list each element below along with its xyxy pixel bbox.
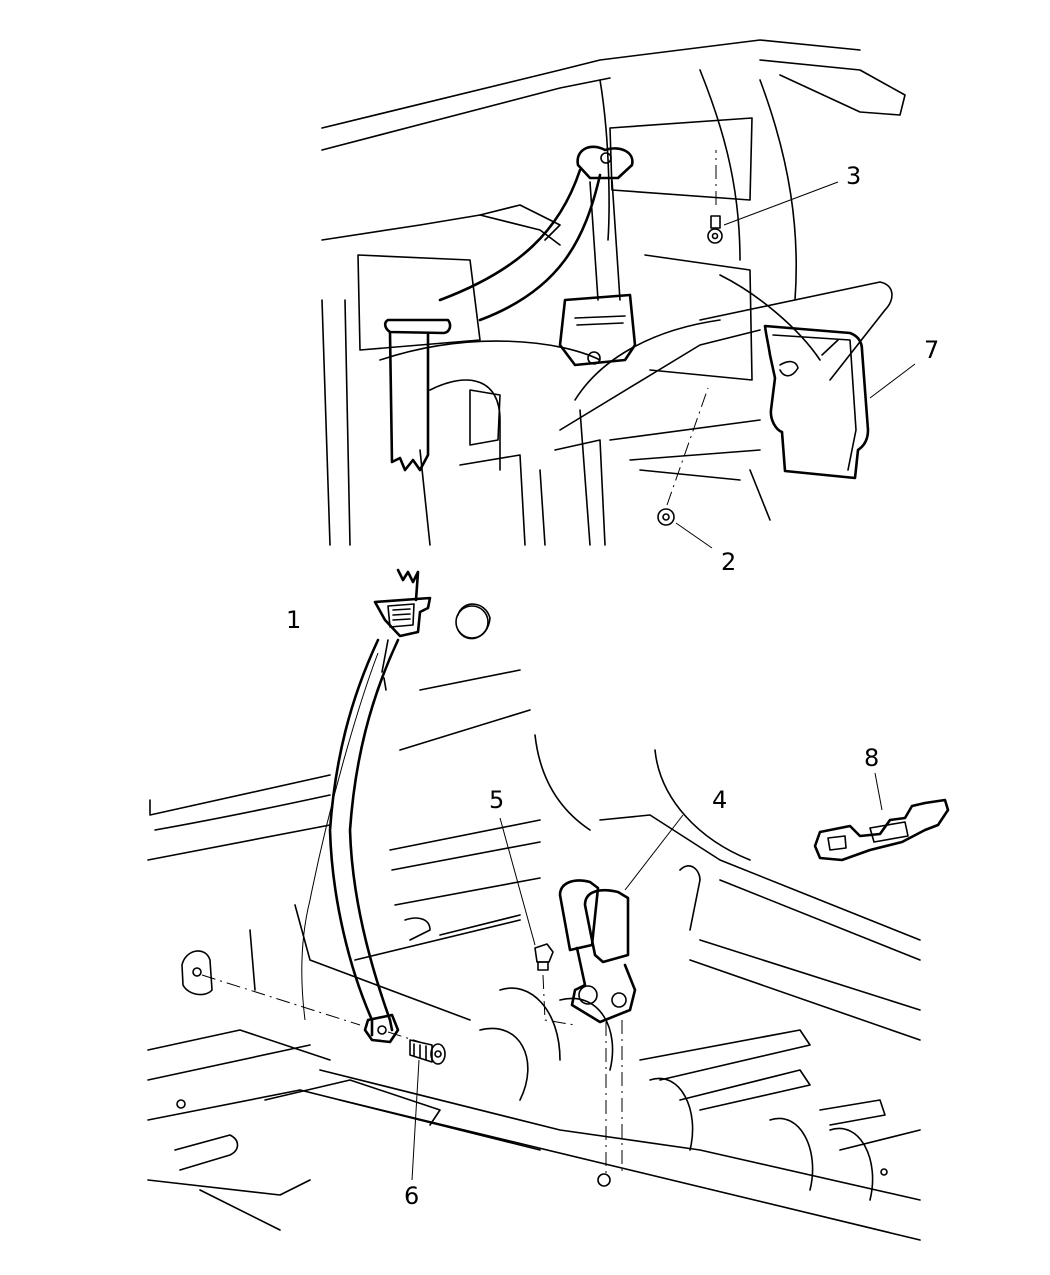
floor-anchor-left bbox=[181, 950, 361, 1026]
part-2-nut bbox=[657, 387, 713, 549]
callout-1: 1 bbox=[286, 606, 302, 634]
part-6-bolt bbox=[387, 1031, 446, 1181]
part-3-bolt bbox=[707, 150, 839, 244]
callout-7: 7 bbox=[924, 336, 940, 364]
callout-4: 4 bbox=[712, 786, 728, 814]
part-8-extender bbox=[813, 772, 950, 862]
part-4-buckle bbox=[558, 814, 684, 1175]
part-7-retractor-cover bbox=[763, 324, 916, 480]
upper-belt-anchor bbox=[438, 145, 637, 367]
callout-5: 5 bbox=[489, 786, 505, 814]
callout-2: 2 bbox=[721, 548, 737, 576]
upper-body-structure bbox=[321, 39, 906, 546]
part-5-bolt bbox=[499, 817, 576, 1026]
callout-6: 6 bbox=[404, 1182, 420, 1210]
lower-body-structure bbox=[147, 603, 921, 1241]
callout-8: 8 bbox=[864, 744, 880, 772]
part-1-lower-belt bbox=[301, 568, 432, 1044]
callout-3: 3 bbox=[846, 162, 862, 190]
cut-belt-upper bbox=[383, 318, 452, 472]
